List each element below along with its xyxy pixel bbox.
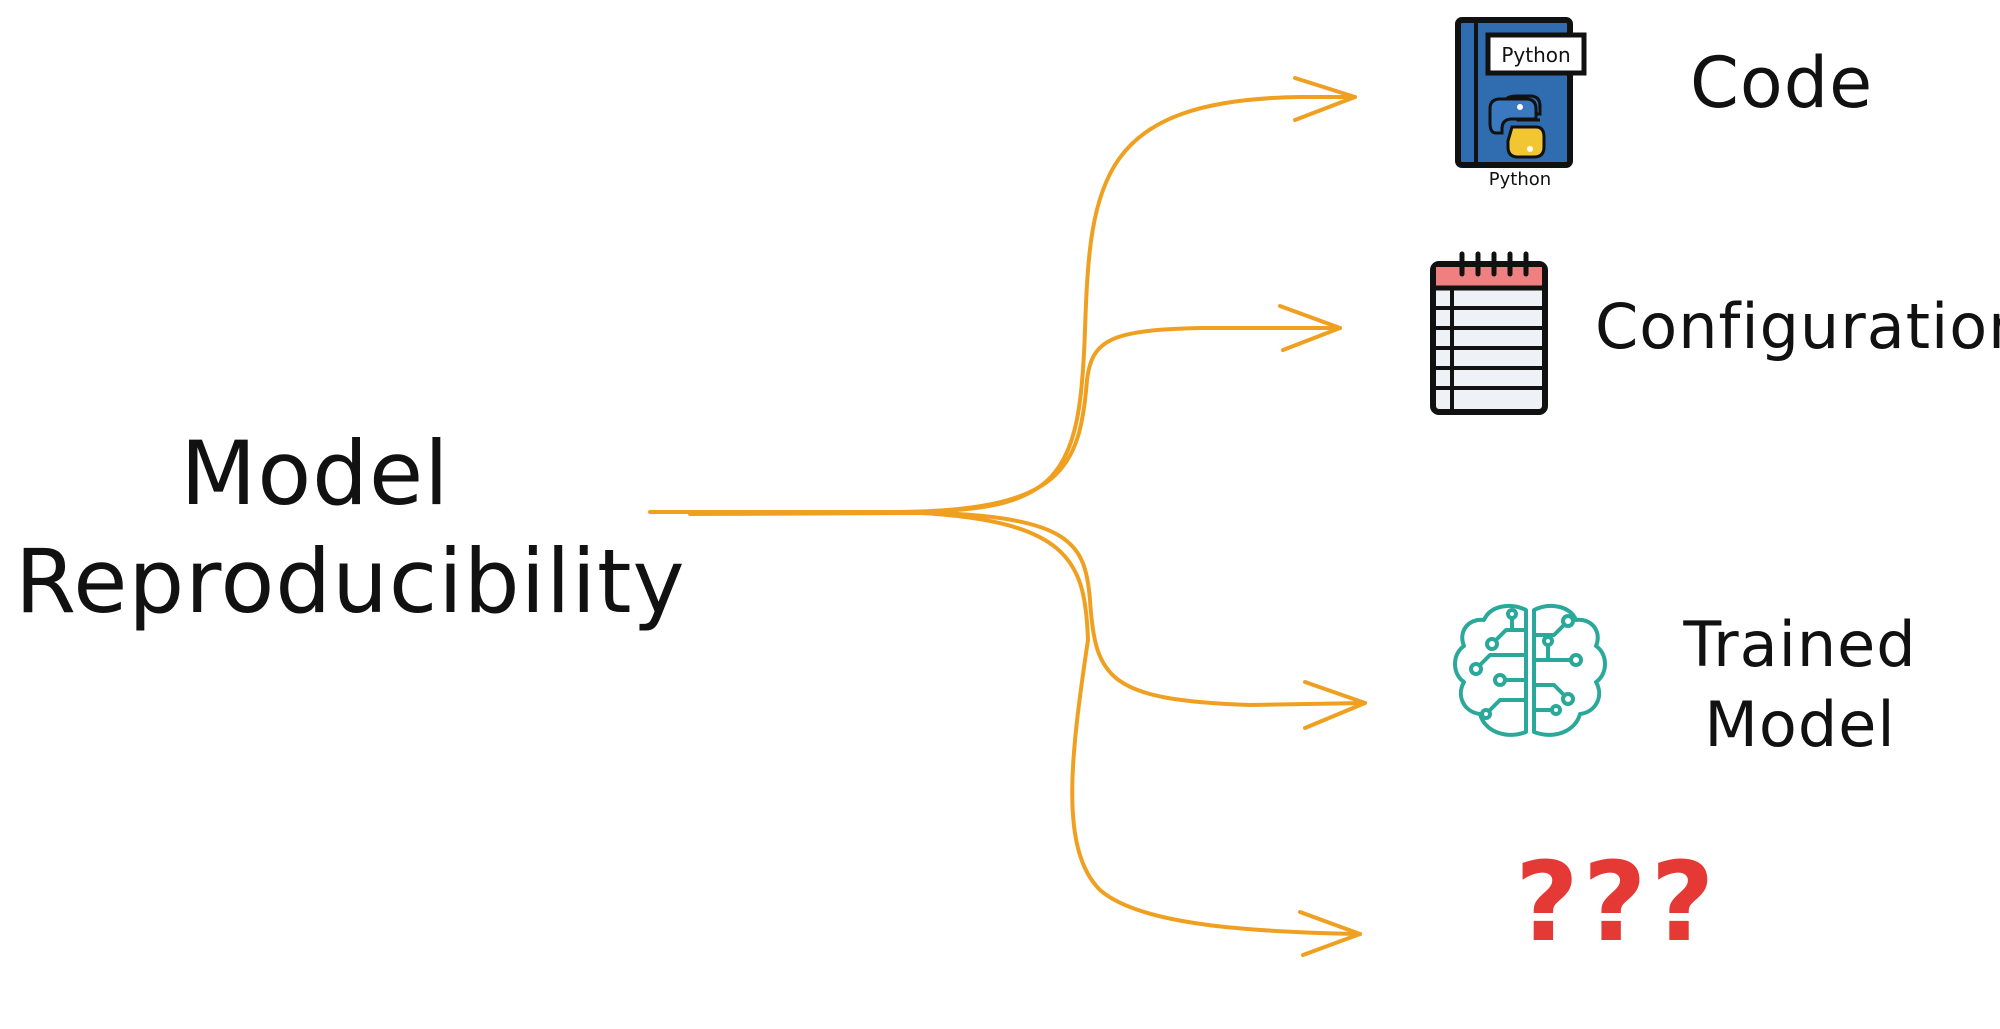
unknown-label: ??? [1515, 838, 1719, 966]
python-book-icon: Python Python [1455, 17, 1587, 190]
trained-model-label: Trained Model [1660, 605, 1940, 765]
book-tab-text: Python [1501, 43, 1570, 67]
book-caption-text: Python [1489, 169, 1551, 190]
trained-model-label-line2: Model [1704, 688, 1896, 761]
arrow-to-configuration [898, 326, 1342, 514]
arrowhead-configuration [1278, 304, 1342, 352]
root-label-line1: Model [180, 422, 450, 525]
python-logo-icon [1488, 94, 1546, 159]
code-label: Code [1690, 42, 1874, 124]
arrow-to-trained-model [898, 510, 1367, 707]
arrow-to-code [898, 95, 1357, 514]
arrowhead-code [1293, 76, 1357, 122]
arrow-to-unknown [898, 510, 1362, 936]
configuration-label: Configuration [1595, 290, 2000, 363]
arrowhead-trained-model [1303, 680, 1367, 730]
root-label: Model Reproducibility [15, 420, 686, 636]
notepad-icon [1430, 251, 1548, 415]
trunk-line-sketch [688, 511, 932, 516]
trained-model-label-line1: Trained [1683, 608, 1917, 681]
arrowhead-unknown [1298, 910, 1362, 957]
root-label-line2: Reproducibility [15, 530, 686, 633]
circuit-brain-icon [1453, 603, 1607, 737]
